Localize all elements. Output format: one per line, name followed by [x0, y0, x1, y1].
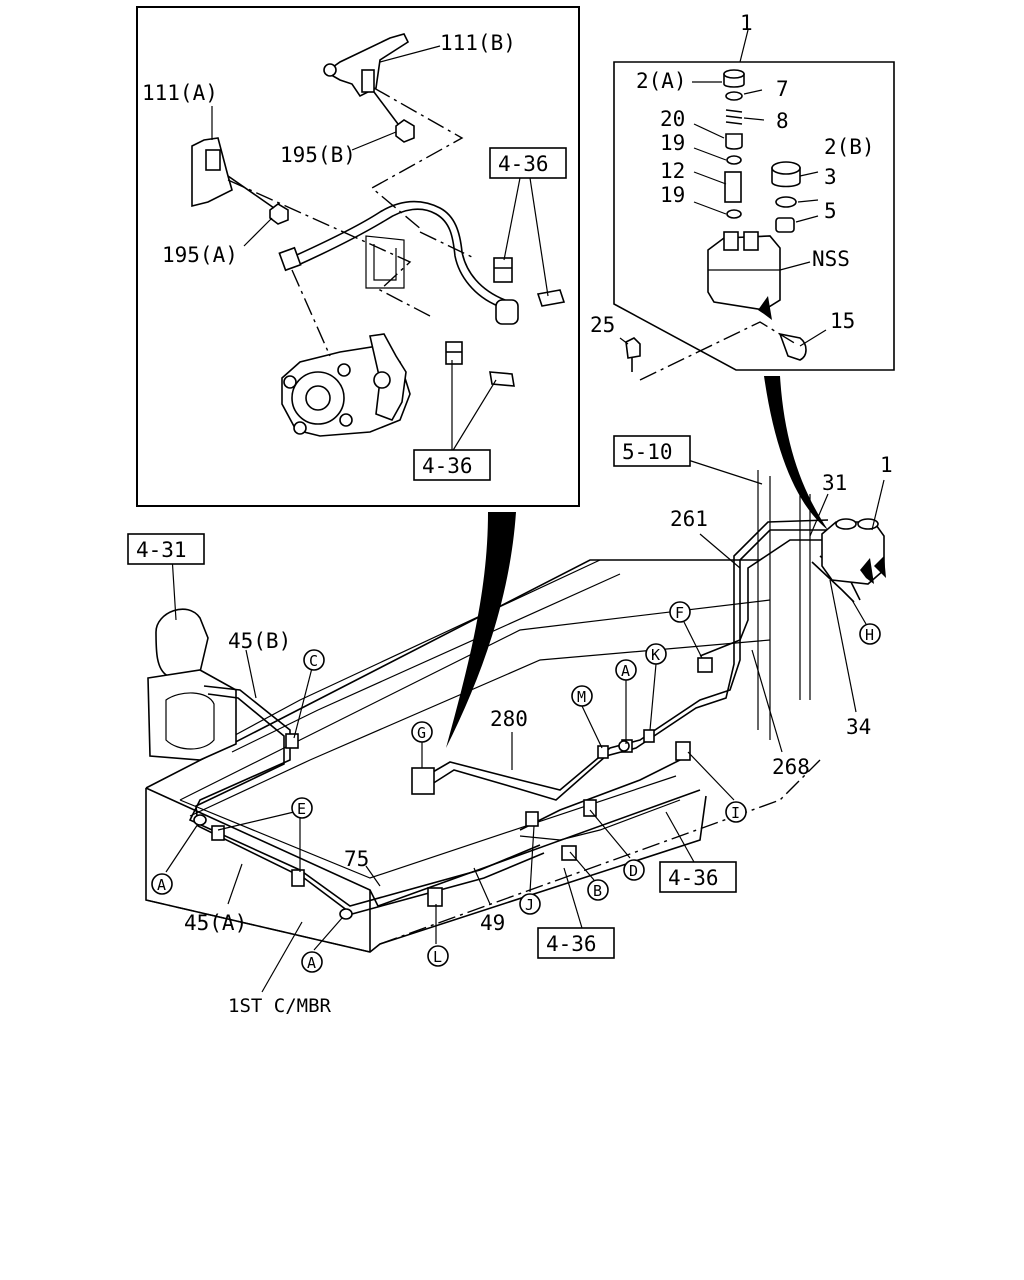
label-268: 268	[772, 755, 810, 779]
label-8: 8	[776, 109, 789, 133]
ref-5-10: 5-10	[622, 440, 673, 464]
clip-a-bottom: A	[307, 954, 316, 972]
clip-i: I	[731, 804, 740, 822]
label-19-a: 19	[660, 131, 685, 155]
pipe-clips	[193, 657, 713, 920]
label-1-right: 1	[880, 453, 893, 477]
label-195b: 195(B)	[280, 143, 356, 167]
label-20: 20	[660, 107, 685, 131]
label-34: 34	[846, 715, 871, 739]
pump-detail-inset	[136, 6, 580, 507]
label-2a: 2(A)	[636, 69, 687, 93]
ref-4-36-top: 4-36	[498, 152, 549, 176]
label-195a: 195(A)	[162, 243, 238, 267]
label-25: 25	[590, 313, 615, 337]
label-261: 261	[670, 507, 708, 531]
reservoir-mounted	[821, 518, 886, 585]
label-45a: 45(A)	[184, 911, 247, 935]
label-3: 3	[824, 165, 837, 189]
clip-k: K	[651, 646, 660, 664]
clip-a-left: A	[157, 876, 166, 894]
clip-d: D	[629, 862, 638, 880]
clip-e: E	[297, 800, 306, 818]
ref-4-36-mid: 4-36	[422, 454, 473, 478]
ref-4-31: 4-31	[136, 538, 187, 562]
label-nss: NSS	[812, 247, 850, 271]
label-111b: 111(B)	[440, 31, 516, 55]
chassis-frame	[145, 470, 821, 953]
clip-markers: C F A K M G H E I D B J L A A	[151, 601, 881, 973]
label-7: 7	[776, 77, 789, 101]
inset-pointer-reservoir	[764, 376, 828, 530]
label-15: 15	[830, 309, 855, 333]
reservoir-detail-inset	[613, 29, 895, 381]
main-leaders	[165, 459, 885, 993]
label-111a: 111(A)	[142, 81, 218, 105]
ref-4-36-bottom: 4-36	[546, 932, 597, 956]
clip-a-mid: A	[621, 662, 630, 680]
callout-labels: 111(B) 111(A) 195(B) 195(A) 1 2(A) 7 8 2…	[142, 11, 893, 1017]
label-49: 49	[480, 911, 505, 935]
clip-j: J	[525, 896, 534, 914]
clip-h: H	[865, 626, 874, 644]
clip-c: C	[309, 652, 318, 670]
label-19-b: 19	[660, 183, 685, 207]
ref-4-36-right: 4-36	[668, 866, 719, 890]
label-2b: 2(B)	[824, 135, 875, 159]
clip-b: B	[593, 882, 602, 900]
label-280: 280	[490, 707, 528, 731]
clip-m: M	[577, 688, 586, 706]
engine-exhaust-part	[147, 555, 237, 761]
label-75: 75	[344, 847, 369, 871]
clip-g: G	[417, 724, 426, 742]
label-45b: 45(B)	[228, 629, 291, 653]
label-1st-cmbr: 1ST C/MBR	[228, 995, 332, 1017]
clip-l: L	[433, 948, 442, 966]
label-5: 5	[824, 199, 837, 223]
clip-f: F	[675, 604, 684, 622]
inset-pointer-pump	[446, 512, 516, 748]
reference-boxes: 4-36 4-36 5-10 4-31 4-36 4-36	[127, 147, 737, 959]
label-31: 31	[822, 471, 847, 495]
power-steering-pump	[281, 333, 411, 437]
label-12: 12	[660, 159, 685, 183]
label-1-top: 1	[740, 11, 753, 35]
